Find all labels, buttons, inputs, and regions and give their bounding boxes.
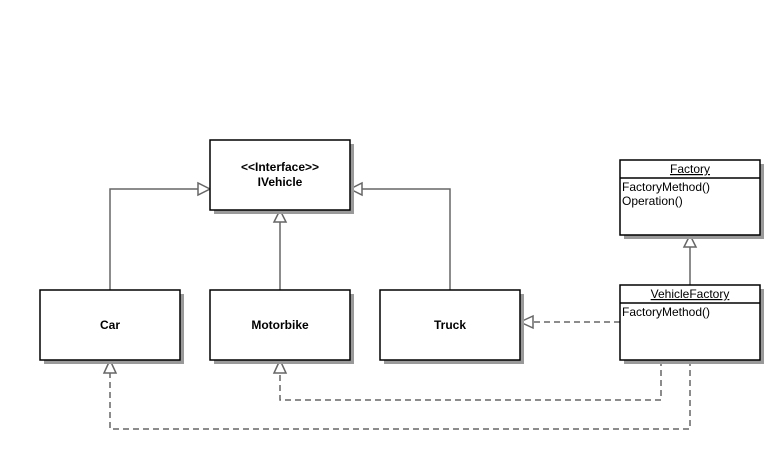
interface-stereotype: <<Interface>> bbox=[241, 160, 319, 174]
arrowhead-to-truck bbox=[518, 314, 534, 330]
factory-class-box[interactable]: Factory FactoryMethod() Operation() bbox=[619, 159, 764, 239]
vehiclefactory-class-name: VehicleFactory bbox=[651, 287, 730, 301]
arrowhead-motorbike-to-ivehicle bbox=[272, 208, 288, 223]
arrowhead-vehiclefactory-to-factory bbox=[682, 233, 698, 248]
arrowhead-truck-to-ivehicle bbox=[348, 181, 363, 197]
box-frame bbox=[209, 139, 351, 211]
interface-name: IVehicle bbox=[258, 175, 303, 189]
car-to-ivehicle-line bbox=[109, 188, 198, 290]
box-frame bbox=[39, 289, 181, 361]
vehiclefactory-class-box[interactable]: VehicleFactory FactoryMethod() bbox=[619, 284, 764, 364]
factory-method-1: FactoryMethod() bbox=[622, 180, 710, 194]
arrowhead-car-to-ivehicle bbox=[197, 181, 212, 197]
car-class-name: Car bbox=[100, 318, 120, 332]
truck-class-name: Truck bbox=[434, 318, 466, 332]
box-frame bbox=[379, 289, 521, 361]
motorbike-class-box[interactable]: Motorbike bbox=[209, 289, 354, 364]
arrowhead-to-car bbox=[102, 358, 118, 374]
factory-class-name: Factory bbox=[670, 162, 710, 176]
arrowheads bbox=[102, 181, 698, 374]
arrowhead-to-motorbike bbox=[272, 358, 288, 374]
box-frame bbox=[619, 159, 761, 236]
vehiclefactory-to-motorbike-dashed bbox=[279, 360, 662, 401]
factory-method-2: Operation() bbox=[622, 194, 683, 208]
box-frame bbox=[209, 289, 351, 361]
ivehicle-interface-box[interactable]: <<Interface>> IVehicle bbox=[209, 139, 354, 214]
car-class-box[interactable]: Car bbox=[39, 289, 184, 364]
box-frame bbox=[619, 284, 761, 361]
truck-to-ivehicle-line bbox=[362, 188, 451, 290]
vehiclefactory-to-car-dashed bbox=[109, 360, 691, 430]
connectors bbox=[109, 188, 691, 430]
truck-class-box[interactable]: Truck bbox=[379, 289, 524, 364]
vehiclefactory-method-1: FactoryMethod() bbox=[622, 305, 710, 319]
motorbike-class-name: Motorbike bbox=[251, 318, 309, 332]
